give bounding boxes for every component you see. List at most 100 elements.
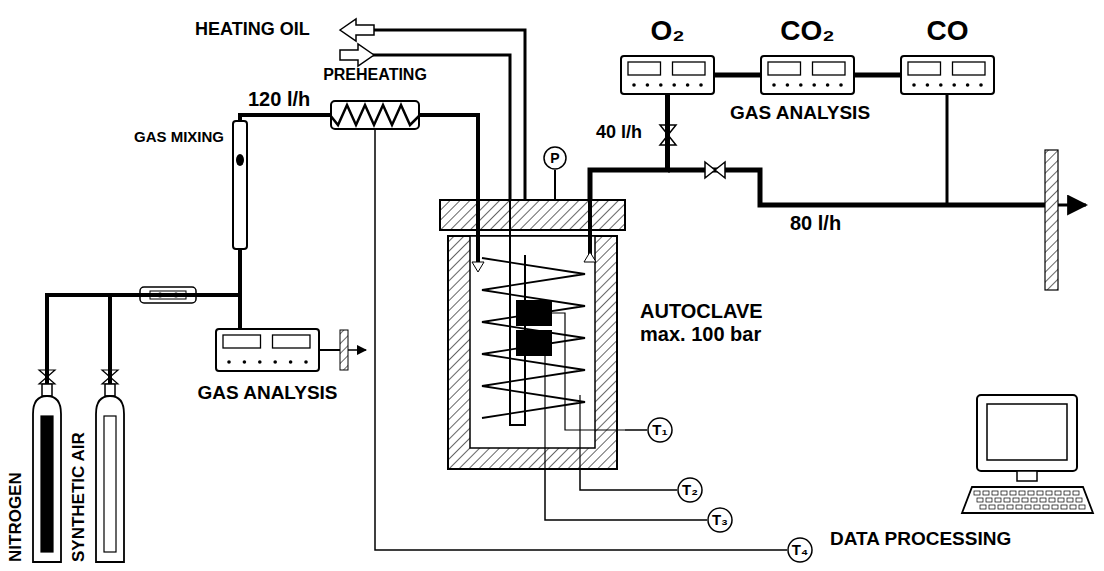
gas-cylinder-art (32, 384, 62, 562)
pipe-connector (855, 73, 900, 78)
gauge-ring (678, 478, 702, 502)
key (1034, 505, 1040, 509)
key (1043, 505, 1049, 509)
screen (987, 404, 1067, 460)
sensor-label: T₃ (712, 511, 728, 528)
key (1067, 498, 1073, 502)
control-knob (939, 83, 943, 87)
autoclave-vessel: AUTOCLAVE max. 100 bar (440, 200, 625, 470)
cylinder-band (104, 416, 116, 552)
control-knob (289, 360, 293, 364)
control-knob (659, 83, 663, 87)
flow-label: HEATING OIL (195, 19, 310, 40)
preheater-coil: PREHEATING (330, 100, 420, 130)
flow-arrow (472, 262, 484, 272)
control-knob (273, 360, 277, 364)
pipe-connector (545, 470, 707, 520)
gauge-ring (648, 418, 672, 442)
thermocouple: T₃ (707, 507, 733, 533)
control-knob (632, 83, 636, 87)
key (1073, 491, 1079, 495)
sample-pipe (320, 349, 340, 351)
sensor-label: T₂ (682, 481, 698, 498)
pressure-gauge: P (543, 146, 567, 170)
cylinder-band (41, 416, 53, 552)
key (974, 491, 980, 495)
pipe-connector (47, 250, 240, 384)
analyzer-box: CO (900, 55, 995, 95)
control-knob (227, 360, 231, 364)
thermocouple: T₁ (647, 417, 673, 443)
instrument-case (761, 56, 854, 94)
thermocouple: T₂ (677, 477, 703, 503)
sensor-label: T₁ (652, 421, 667, 438)
analyzer-box: CO₂ (760, 55, 855, 95)
key (1013, 498, 1019, 502)
display-window (223, 335, 261, 348)
node-label: O₂ (580, 15, 755, 47)
mixing-tube: GAS MIXING (232, 120, 248, 250)
instrument-case (621, 56, 714, 94)
node-label: GAS MIXING (120, 128, 224, 145)
cylinder-neck (42, 384, 52, 396)
pipe-connector (590, 95, 668, 200)
key (1052, 505, 1058, 509)
analyzer-box-art (215, 328, 320, 372)
node-label: PREHEATING (290, 66, 460, 84)
control-knob (839, 83, 843, 87)
sample-block (516, 300, 552, 326)
control-knob (672, 83, 676, 87)
key (1001, 491, 1007, 495)
key (1070, 505, 1076, 509)
analyzer-box-art (620, 55, 715, 95)
preheater-coil-art (330, 100, 420, 130)
instrument-case (901, 56, 994, 94)
analyzer-box-art (900, 55, 995, 95)
control-knob (243, 360, 247, 364)
instrument-case (216, 329, 319, 371)
control-knob (646, 83, 650, 87)
control-knob (926, 83, 930, 87)
gauge-ring (708, 508, 732, 532)
key (1025, 505, 1031, 509)
key (1031, 498, 1037, 502)
control-knob (786, 83, 790, 87)
sensor-wire (579, 395, 580, 470)
control-knob (772, 83, 776, 87)
flow-rate: 40 l/h (596, 122, 642, 143)
pipe-connector (420, 115, 478, 200)
flow-arrow (340, 19, 374, 41)
cylinder-neck (105, 384, 115, 396)
pipe-connector (580, 470, 677, 490)
key (1028, 491, 1034, 495)
keyboard (962, 487, 1093, 513)
key (986, 498, 992, 502)
control-knob (304, 360, 308, 364)
mixing-tube-art (232, 120, 248, 250)
monitor (977, 395, 1077, 471)
control-knob (799, 83, 803, 87)
heater-case (331, 101, 419, 129)
key (1064, 491, 1070, 495)
control-knob (699, 83, 703, 87)
sensor-label: P (550, 150, 559, 166)
vent-arrow (1058, 204, 1086, 207)
node-label: SYNTHETIC AIR (69, 432, 89, 562)
key (1037, 491, 1043, 495)
gauge-ring (544, 147, 566, 169)
key (1049, 498, 1055, 502)
tube-wall (233, 121, 247, 249)
key (1019, 491, 1025, 495)
tube-float (236, 154, 244, 166)
flow-rate: 80 l/h (790, 212, 841, 235)
display-window (813, 62, 846, 75)
sensor-label: T₄ (792, 541, 808, 558)
gas-inlet (476, 200, 480, 262)
key (1058, 498, 1064, 502)
node-label: DATA PROCESSING (830, 528, 1011, 550)
key (1076, 498, 1082, 502)
key (1046, 491, 1052, 495)
pipe-connector (554, 170, 556, 200)
key (995, 498, 1001, 502)
